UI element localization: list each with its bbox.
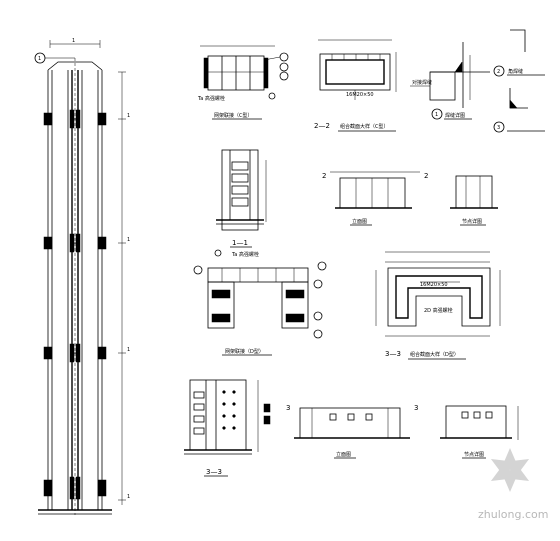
weld-note-a: 对接焊缝 [412,79,432,86]
elev-c-label: 3 [414,404,418,412]
d-section-note: 16M20×50 [420,282,448,288]
elevation-mark: 1 [127,494,130,500]
d-section-3-3: 16M20×50 2D 高强螺栓 3—3 组合截面大样（D型） [375,251,501,360]
weld-detail-title: 焊缝详图 [445,112,465,119]
watermark: zhulong.com [478,448,548,521]
weld-note-b: 角焊缝 [508,68,523,75]
c-section-2-2: 16M20×50 2—2 组合截面大样（C型） [314,39,397,132]
top-dimension-text: 1 [72,38,75,44]
section-1-1-label: 1—1 [232,239,248,247]
elev-a-label: 2 [322,172,326,180]
elevation-mark: 1 [127,113,130,119]
circle-1: 1 [435,112,438,118]
section-3-3-label: 3—3 [206,468,222,476]
circle-2: 2 [497,69,500,75]
elevation-a: 2 2 立面图 [322,171,428,226]
elev-c-title: 立面图 [336,451,351,458]
elev-d-title: 节点详图 [464,451,484,458]
c-section-note: 16M20×50 [346,92,374,98]
elev-c-label: 3 [286,404,290,412]
elev-a-label: 2 [424,172,428,180]
circle-3: 3 [497,125,500,131]
c-beam-joint-detail: Ta 高强螺栓 网架联接（C型） [197,45,289,120]
watermark-logo [490,448,530,492]
elevation-mark: 1 [127,347,130,353]
section-1-1: 1—1 [216,149,267,248]
elev-b-title: 节点详图 [462,218,482,225]
splice-zone [43,233,107,253]
elevation-mark: 1 [127,237,130,243]
d-beam-joint-title: 网架联接（D型） [225,348,264,355]
weld-details: 对接焊缝 1 焊缝详图 2 角焊缝 3 [410,29,545,133]
d-section-label: 3—3 [385,350,401,358]
watermark-text: zhulong.com [478,508,548,521]
column-base [38,476,112,515]
d-bolt-note: Ta 高强螺栓 [231,251,259,258]
c-bolt-note: Ta 高强螺栓 [197,95,225,102]
d-section-title: 组合截面大样（D型） [410,351,459,358]
section-3-3-column: 3—3 [184,379,271,477]
elevation-d: 节点详图 [440,405,519,459]
elevation-c: 3 3 立面图 [286,404,418,459]
axis-label: 1 [38,56,41,62]
elevation-b: 节点详图 [450,175,498,226]
c-section-label: 2—2 [314,122,330,130]
splice-zone [43,109,107,129]
c-section-title: 组合截面大样（C型） [340,123,389,130]
splice-zone [43,343,107,363]
d-beam-joint-detail: Ta 高强螺栓 网架联接（D型） [193,249,327,356]
elev-a-title: 立面图 [352,218,367,225]
c-beam-joint-title: 网架联接（C型） [214,112,253,119]
column-elevation: 1 1 [34,38,130,515]
d-section-note2: 2D 高强螺栓 [424,307,453,314]
